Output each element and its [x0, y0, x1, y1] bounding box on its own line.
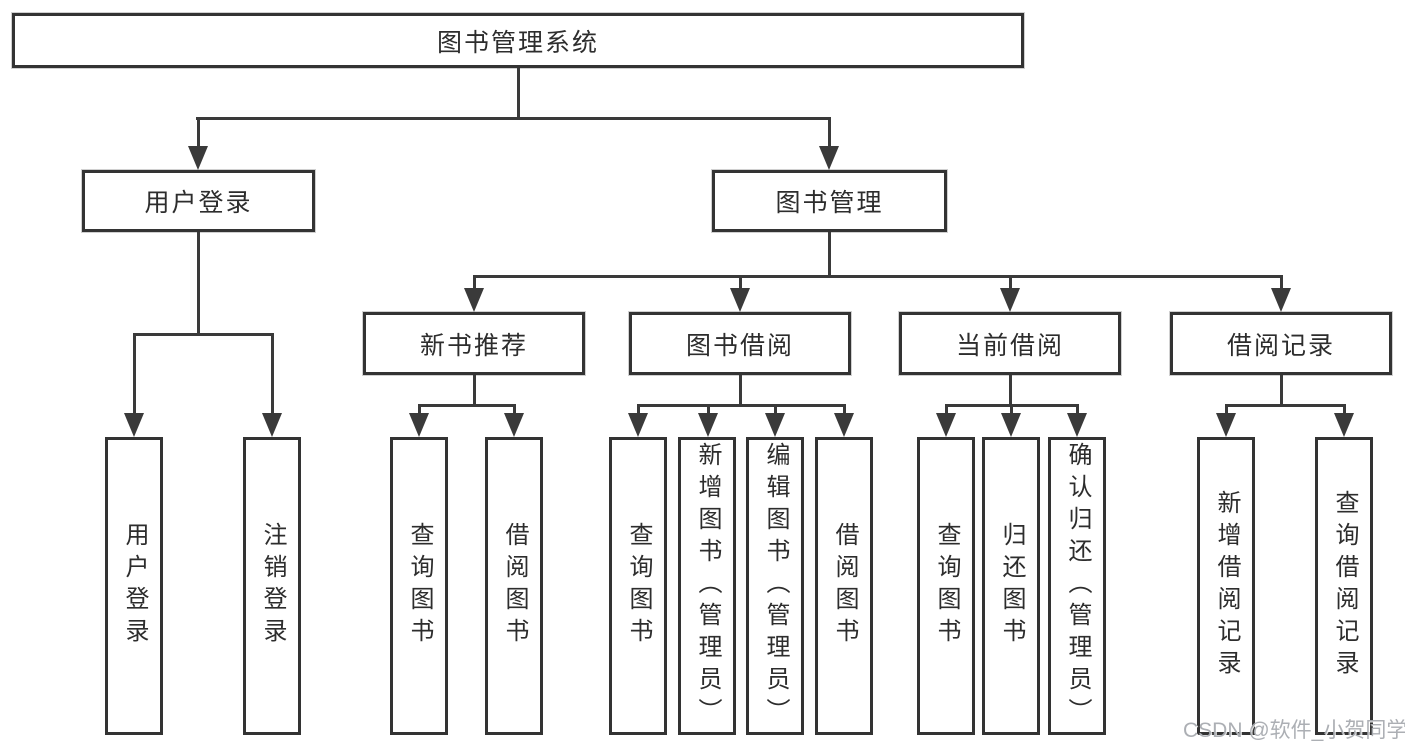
connector-g2-stem: [738, 375, 742, 407]
connector-g1-stem-2: [512, 404, 516, 417]
connector-g4-bar: [1224, 404, 1346, 407]
arrow-down-g2-query: [628, 413, 648, 437]
connector-bookmgmt-bar: [472, 275, 1283, 278]
connector-stem-user-login: [196, 117, 200, 148]
leaf-logout: 注销登录: [243, 437, 301, 735]
leaf-edit-book-admin-label: 编辑图书（管理员）: [762, 442, 789, 730]
connector-g4-stem: [1279, 375, 1283, 407]
arrow-down-new-book: [464, 288, 484, 312]
leaf-query-book-3: 查询图书: [917, 437, 975, 735]
arrow-down-g1-query: [409, 413, 429, 437]
arrow-down-g2-borrow: [834, 413, 854, 437]
node-new-book-recommend: 新书推荐: [363, 312, 585, 375]
connector-g1-bar: [417, 404, 516, 407]
leaf-query-book-3-label: 查询图书: [933, 522, 960, 650]
connector-g2-stem-1: [636, 404, 640, 417]
leaf-query-book-2: 查询图书: [609, 437, 667, 735]
leaf-logout-label: 注销登录: [259, 522, 286, 650]
connector-stem-borrow-record: [1279, 275, 1283, 290]
connector-g4-stem-1: [1224, 404, 1228, 417]
csdn-watermark: CSDN @软件_小贺同学: [1183, 719, 1405, 742]
arrow-down-g3-confirm: [1067, 413, 1087, 437]
leaf-query-book-1-label: 查询图书: [406, 522, 433, 650]
leaf-query-borrow-record-label: 查询借阅记录: [1331, 490, 1358, 682]
leaf-query-borrow-record: 查询借阅记录: [1315, 437, 1373, 735]
connector-g2-bar: [636, 404, 846, 407]
node-book-management: 图书管理: [712, 170, 947, 232]
connector-stem-book-borrow: [738, 275, 742, 290]
connector-g1-stem: [472, 375, 476, 407]
leaf-borrow-book-2: 借阅图书: [815, 437, 873, 735]
arrow-down-g2-edit: [765, 413, 785, 437]
node-user-login: 用户登录: [82, 170, 315, 232]
arrow-down-borrow-record: [1271, 288, 1291, 312]
connector-g3-stem-2: [1009, 404, 1013, 417]
connector-g2-stem-2: [706, 404, 710, 417]
connector-userlogin-stem: [196, 232, 200, 336]
leaf-return-book-label: 归还图书: [998, 522, 1025, 650]
connector-stem-current-borrow: [1008, 275, 1012, 290]
arrow-down-g3-query: [936, 413, 956, 437]
connector-stem-leaf-userlogin: [132, 333, 136, 417]
connector-g2-stem-3: [773, 404, 777, 417]
arrow-down-g3-return: [1001, 413, 1021, 437]
connector-g1-stem-1: [417, 404, 421, 417]
node-current-borrow: 当前借阅: [899, 312, 1121, 375]
connector-stem-new-book: [472, 275, 476, 290]
arrow-down-g4-query: [1334, 413, 1354, 437]
leaf-add-book-admin-label: 新增图书（管理员）: [694, 442, 721, 730]
connector-root-stem: [517, 68, 520, 119]
arrow-down-book-management: [819, 146, 839, 170]
connector-g3-stem: [1008, 375, 1012, 407]
connector-stem-leaf-logout: [270, 333, 274, 417]
node-book-borrow-label: 图书借阅: [685, 331, 794, 360]
node-root-label: 图书管理系统: [436, 28, 599, 57]
arrow-down-leaf-userlogin: [124, 413, 144, 437]
leaf-confirm-return-admin-label: 确认归还（管理员）: [1064, 442, 1091, 730]
leaf-user-login-label: 用户登录: [121, 522, 148, 650]
node-root: 图书管理系统: [12, 13, 1024, 68]
node-new-book-recommend-label: 新书推荐: [419, 331, 528, 360]
connector-g3-stem-3: [1075, 404, 1079, 417]
node-borrow-record: 借阅记录: [1170, 312, 1392, 375]
leaf-add-borrow-record: 新增借阅记录: [1197, 437, 1255, 735]
arrow-down-g4-add: [1216, 413, 1236, 437]
leaf-query-book-2-label: 查询图书: [625, 522, 652, 650]
leaf-borrow-book-1: 借阅图书: [485, 437, 543, 735]
connector-bookmgmt-stem: [827, 232, 831, 278]
arrow-down-g1-borrow: [504, 413, 524, 437]
arrow-down-leaf-logout: [262, 413, 282, 437]
connector-g3-stem-1: [944, 404, 948, 417]
node-borrow-record-label: 借阅记录: [1226, 331, 1335, 360]
connector-g4-stem-2: [1342, 404, 1346, 417]
leaf-confirm-return-admin: 确认归还（管理员）: [1048, 437, 1106, 735]
connector-stem-book-management: [827, 117, 831, 148]
leaf-add-borrow-record-label: 新增借阅记录: [1213, 490, 1240, 682]
leaf-user-login: 用户登录: [105, 437, 163, 735]
node-book-borrow: 图书借阅: [629, 312, 851, 375]
leaf-borrow-book-1-label: 借阅图书: [501, 522, 528, 650]
arrow-down-user-login: [188, 146, 208, 170]
leaf-edit-book-admin: 编辑图书（管理员）: [746, 437, 804, 735]
node-current-borrow-label: 当前借阅: [955, 331, 1064, 360]
leaf-add-book-admin: 新增图书（管理员）: [678, 437, 736, 735]
arrow-down-book-borrow: [730, 288, 750, 312]
arrow-down-g2-add: [698, 413, 718, 437]
arrow-down-current-borrow: [1000, 288, 1020, 312]
leaf-borrow-book-2-label: 借阅图书: [831, 522, 858, 650]
node-book-management-label: 图书管理: [775, 189, 884, 217]
node-user-login-label: 用户登录: [144, 189, 253, 217]
connector-userlogin-bar: [132, 333, 274, 336]
leaf-return-book: 归还图书: [982, 437, 1040, 735]
connector-g2-stem-4: [842, 404, 846, 417]
leaf-query-book-1: 查询图书: [390, 437, 448, 735]
connector-root-bar: [196, 117, 830, 120]
